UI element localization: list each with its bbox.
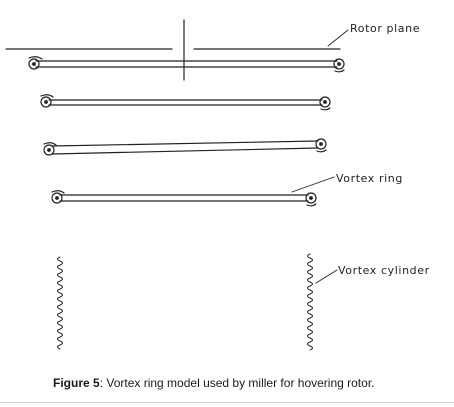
vortex-cylinder-left-coil	[57, 256, 63, 350]
vortex-ring-4	[51, 190, 317, 207]
caption-divider	[0, 402, 454, 403]
vortex-ring-leader	[291, 176, 335, 193]
figure-label: Figure 5	[53, 376, 100, 390]
vortex-ring-label: Vortex ring	[336, 172, 403, 185]
vortex-ring-3	[43, 138, 327, 156]
vortex-ring-2	[40, 94, 331, 111]
vortex-cylinder-leader	[315, 269, 338, 284]
rotor-plane-label: Rotor plane	[350, 22, 420, 35]
vortex-ring-1	[28, 56, 345, 73]
vortex-cylinder-right-coil	[307, 253, 313, 351]
caption-text: : Vortex ring model used by miller for h…	[99, 376, 375, 390]
figure-caption: Figure 5: Vortex ring model used by mill…	[53, 376, 374, 390]
vortex-cylinder-label: Vortex cylinder	[338, 264, 430, 277]
rotor-plane-leader	[327, 29, 349, 47]
